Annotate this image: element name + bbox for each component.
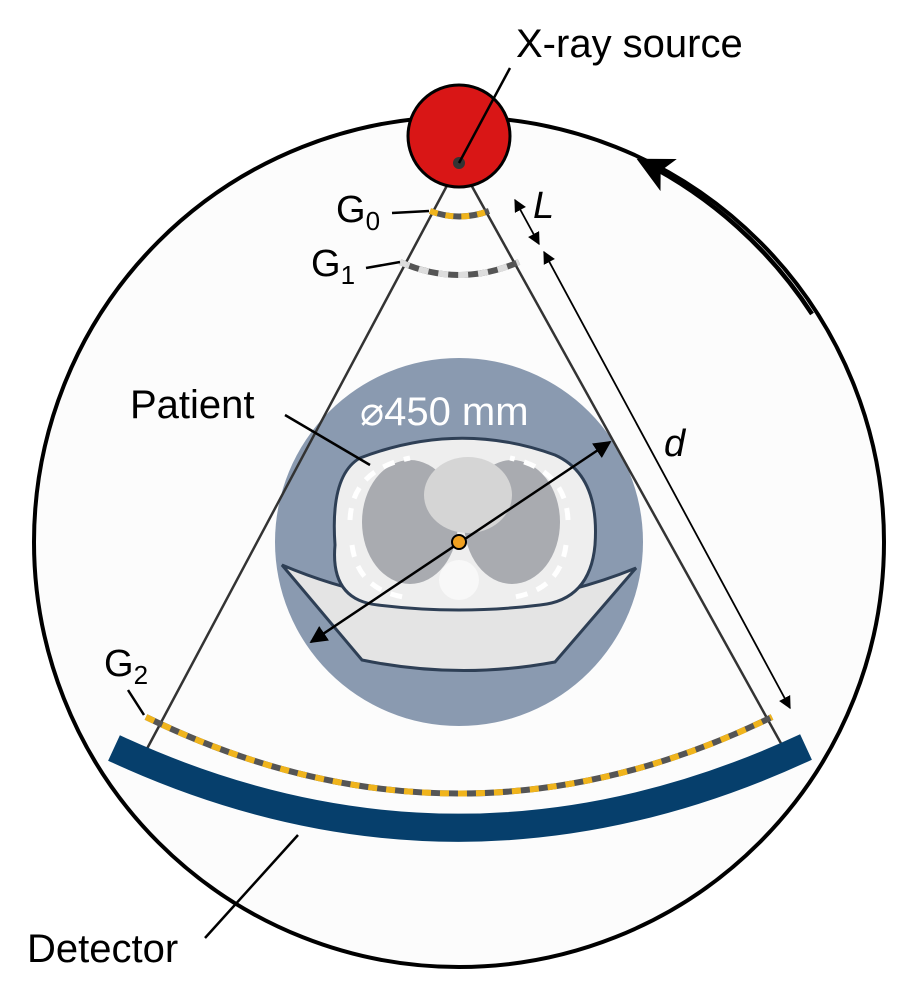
spine <box>439 560 479 600</box>
source-leader <box>457 67 512 164</box>
g2-leader <box>126 689 146 716</box>
d-label: d <box>664 423 687 465</box>
g1-leader <box>365 260 401 270</box>
detector-leader <box>204 834 299 939</box>
g2-label: G2 <box>104 643 148 690</box>
g0-label: G0 <box>336 189 380 236</box>
g0-leader <box>391 209 430 215</box>
patient-label: Patient <box>130 383 255 427</box>
isocenter-dot <box>451 534 467 550</box>
heart <box>424 457 512 533</box>
g1-label: G1 <box>311 243 355 290</box>
d-dimension-arrow <box>543 250 791 710</box>
detector-label: Detector <box>27 927 178 971</box>
g1-grating <box>398 259 521 278</box>
g2-grating <box>144 714 774 797</box>
L-label: L <box>533 185 554 227</box>
diameter-label: ⌀450 mm <box>360 390 529 434</box>
detector <box>108 734 812 842</box>
patient-leader <box>284 413 371 467</box>
xray-source <box>406 83 512 189</box>
rotation-arrow <box>636 158 814 316</box>
xray-source-label: X-ray source <box>516 22 743 66</box>
g0-grating <box>428 208 491 220</box>
L-dimension-arrow <box>514 198 540 246</box>
